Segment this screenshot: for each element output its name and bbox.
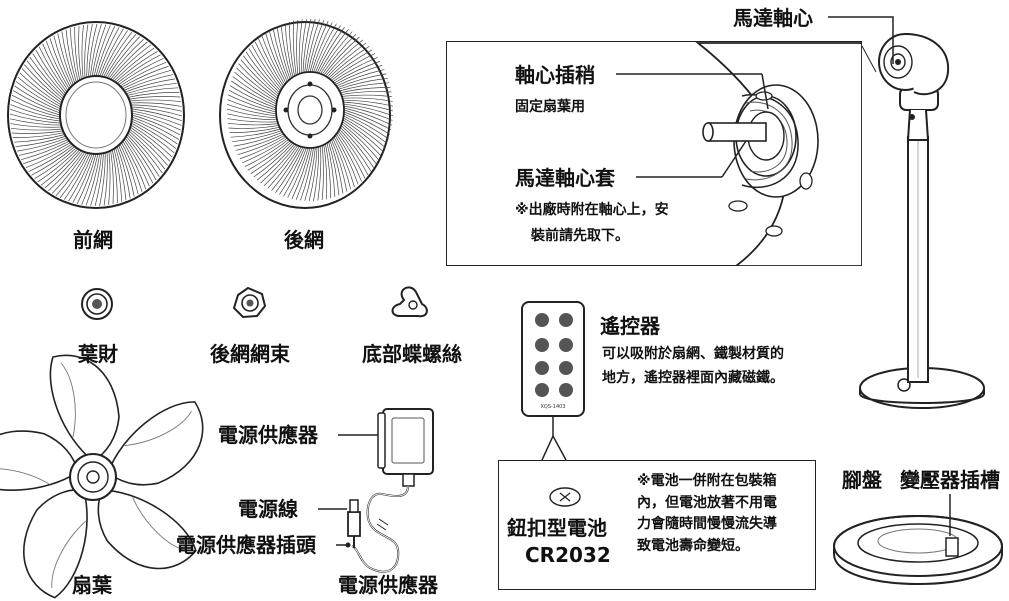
battery-note: ※電池一併附在包裝箱 內，但電池放著不用電 力會隨時間慢慢流失導 致電池壽命變短…	[637, 471, 815, 558]
power-adapter-illustration	[347, 408, 434, 573]
front-grille-label: 前網	[73, 228, 113, 252]
shaft-sleeve-note-line-2: 裝前請先取下。	[531, 228, 629, 244]
remote-description-line-1: 可以吸附於扇網、鐵製材質的	[602, 346, 784, 362]
blade-nut-illustration	[81, 288, 113, 320]
wing-screw-label: 底部蝶螺絲	[362, 342, 462, 366]
shaft-detail-panel: 軸心插稍 固定扇葉用 馬達軸心套 ※出廠時附在軸心上，安 裝前請先取下。	[446, 41, 862, 266]
rear-grille-clamp-illustration	[232, 286, 267, 319]
fan-blade-illustration	[0, 354, 218, 601]
battery-note-line-2: 內，但電池放著不用電	[637, 494, 777, 511]
remote-model-text: XQS-1403	[540, 404, 565, 410]
shaft-sleeve-label: 馬達軸心套	[515, 166, 615, 190]
power-adapter-label: 電源供應器	[218, 423, 318, 447]
base-label: 腳盤	[842, 468, 882, 492]
battery-note-line-1: ※電池一併附在包裝箱	[637, 473, 777, 489]
battery-note-line-3: 力會隨時間慢慢流失導	[637, 516, 777, 533]
power-cord-label: 電源線	[238, 497, 298, 521]
remote-control-illustration: XQS-1403	[521, 301, 585, 417]
rear-grille-illustration	[219, 18, 394, 209]
battery-name-label: 鈕扣型電池	[507, 516, 607, 540]
rear-grille-clamp-label: 後網網束	[210, 342, 290, 366]
standing-fan-illustration	[859, 33, 985, 409]
shaft-pin-description: 固定扇葉用	[515, 99, 585, 115]
remote-title: 遙控器	[600, 314, 660, 338]
front-grille-illustration	[7, 21, 185, 209]
rear-grille-label: 後網	[284, 228, 324, 252]
shaft-detail-illustration	[616, 42, 862, 266]
adapter-socket-label: 變壓器插槽	[900, 468, 1000, 492]
shaft-sleeve-note-line-1: ※出廠時附在軸心上，安	[515, 202, 669, 218]
battery-model-label: CR2032	[525, 543, 611, 567]
wing-screw-illustration	[391, 286, 428, 318]
base-illustration	[833, 515, 1003, 585]
battery-panel: 鈕扣型電池 CR2032 ※電池一併附在包裝箱 內，但電池放著不用電 力會隨時間…	[498, 460, 816, 590]
remote-description-line-2: 地方，遙控器裡面內藏磁鐵。	[602, 370, 784, 386]
motor-shaft-label: 馬達軸心	[733, 6, 813, 30]
power-adapter-caption: 電源供應器	[338, 573, 438, 597]
battery-illustration	[549, 487, 581, 507]
power-plug-label: 電源供應器插頭	[176, 533, 316, 557]
battery-note-line-4: 致電池壽命變短。	[637, 538, 749, 555]
fan-blade-label: 扇葉	[72, 573, 112, 597]
blade-nut-label: 葉財	[78, 342, 118, 366]
shaft-pin-label: 軸心插稍	[515, 63, 595, 87]
